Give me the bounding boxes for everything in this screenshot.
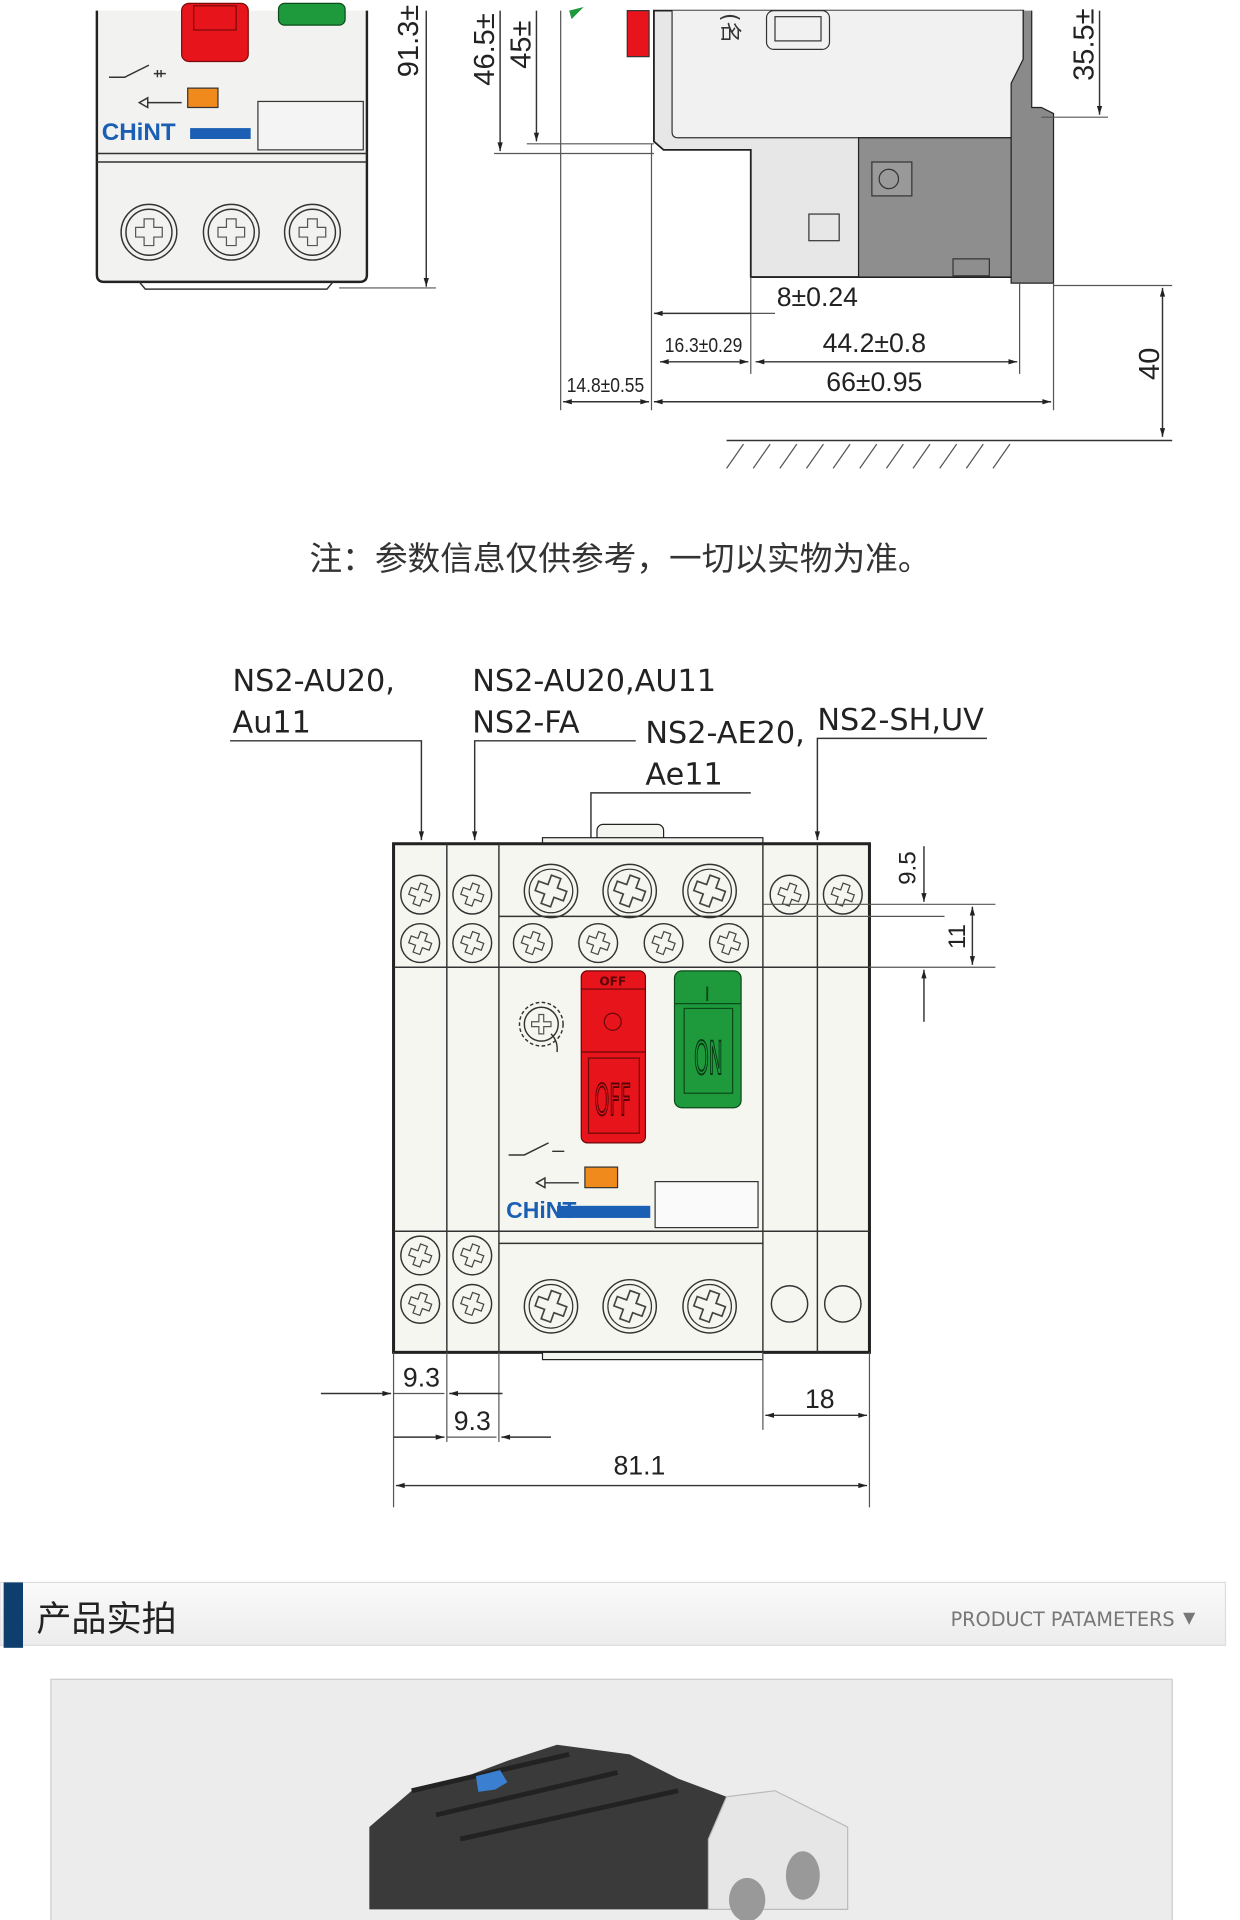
- label-ns2-ae20: NS2-AE20,: [645, 716, 804, 751]
- screw-icon: [682, 1278, 737, 1334]
- screw-icon: [400, 1283, 441, 1325]
- label-au11: Au11: [233, 705, 311, 740]
- label-ae11: Ae11: [645, 757, 722, 792]
- svg-text:I: I: [704, 983, 710, 1006]
- screw-icon: [452, 1283, 493, 1325]
- terminal-screws: [120, 203, 341, 261]
- dim-44-2: 44.2±0.8: [823, 328, 926, 358]
- label-ns2-au20: NS2-AU20,: [233, 664, 395, 699]
- screw-icon: [512, 922, 553, 964]
- dim-81-1: 81.1: [613, 1451, 665, 1481]
- screw-icon: [452, 874, 493, 915]
- label-plate: [257, 100, 364, 151]
- screw-icon: [602, 1278, 658, 1334]
- screw-icon: [822, 874, 863, 915]
- arrow-icon: [137, 96, 182, 109]
- nameplate-fragment: (名: [717, 13, 742, 43]
- on-button: I ON: [673, 970, 742, 1109]
- screw-icon: [708, 922, 750, 964]
- screw-icon: [602, 863, 658, 919]
- screw-icon: [452, 922, 493, 964]
- accessory-diagram: NS2-AU20, Au11 NS2-AU20,AU11 NS2-FA NS2-…: [230, 664, 996, 1508]
- product-photo: [50, 1678, 1173, 1920]
- dim-height-91-3: 91.3±: [393, 5, 425, 78]
- dim-40: 40: [1134, 348, 1166, 380]
- screw-icon: [643, 922, 684, 964]
- on-button: [277, 2, 346, 26]
- screw-icon: [452, 1235, 493, 1276]
- indicator-orange: [187, 87, 219, 109]
- dim-9-3-a: 9.3: [403, 1362, 440, 1392]
- brand-logo: CHiNT: [102, 119, 176, 146]
- screw-icon: [523, 863, 579, 919]
- dim-9-5: 9.5: [894, 851, 921, 885]
- dim-18: 18: [805, 1384, 835, 1414]
- label-ns2-sh-uv: NS2-SH,UV: [817, 703, 984, 738]
- screw-icon: [400, 874, 441, 915]
- disclaimer-note: 注：参数信息仅供参考，一切以实物为准。: [309, 540, 930, 578]
- label-ns2-au20-au11: NS2-AU20,AU11: [472, 664, 716, 699]
- screw-icon: [578, 922, 619, 964]
- svg-text:ON: ON: [694, 1033, 723, 1085]
- accessory-screws: [400, 863, 863, 1334]
- dim-16-3: 16.3±0.29: [665, 334, 743, 357]
- screw-icon: [400, 1235, 441, 1276]
- switch-symbol-icon: [108, 64, 166, 78]
- section-accent-bar: [3, 1582, 24, 1648]
- svg-text:OFF: OFF: [595, 1075, 631, 1126]
- product-parameters-label[interactable]: PRODUCT PATAMETERS: [951, 1608, 1175, 1631]
- dim-35-5: 35.5±: [1068, 8, 1100, 81]
- screw-icon: [682, 863, 737, 919]
- section-title: 产品实拍: [36, 1599, 176, 1640]
- front-view-partial: CHiNT 91.3±: [95, 2, 436, 290]
- triangle-down-icon: [1183, 1612, 1196, 1625]
- dim-11: 11: [944, 924, 971, 949]
- dim-8: 8±0.24: [777, 282, 858, 312]
- side-view: 46.5± 45± (名 35.5± 40 8±0.24: [469, 6, 1173, 469]
- screw-icon: [523, 1278, 579, 1334]
- section-header: 产品实拍 PRODUCT PATAMETERS: [0, 1581, 1227, 1648]
- dim-66: 66±0.95: [826, 367, 922, 397]
- dim-45: 45±: [505, 20, 537, 68]
- dim-9-3-b: 9.3: [454, 1406, 491, 1436]
- current-dial-icon: [518, 1001, 564, 1053]
- screw-icon: [400, 922, 441, 964]
- screw-icon: [769, 874, 810, 915]
- product-parameters-link[interactable]: PRODUCT PATAMETERS: [951, 1608, 1196, 1631]
- dim-14-8: 14.8±0.55: [567, 374, 645, 397]
- svg-text:OFF: OFF: [599, 974, 626, 988]
- off-button: OFF OFF: [580, 970, 647, 1144]
- dim-46-5: 46.5±: [469, 13, 501, 86]
- label-ns2-fa: NS2-FA: [472, 705, 580, 740]
- off-button: [181, 2, 249, 63]
